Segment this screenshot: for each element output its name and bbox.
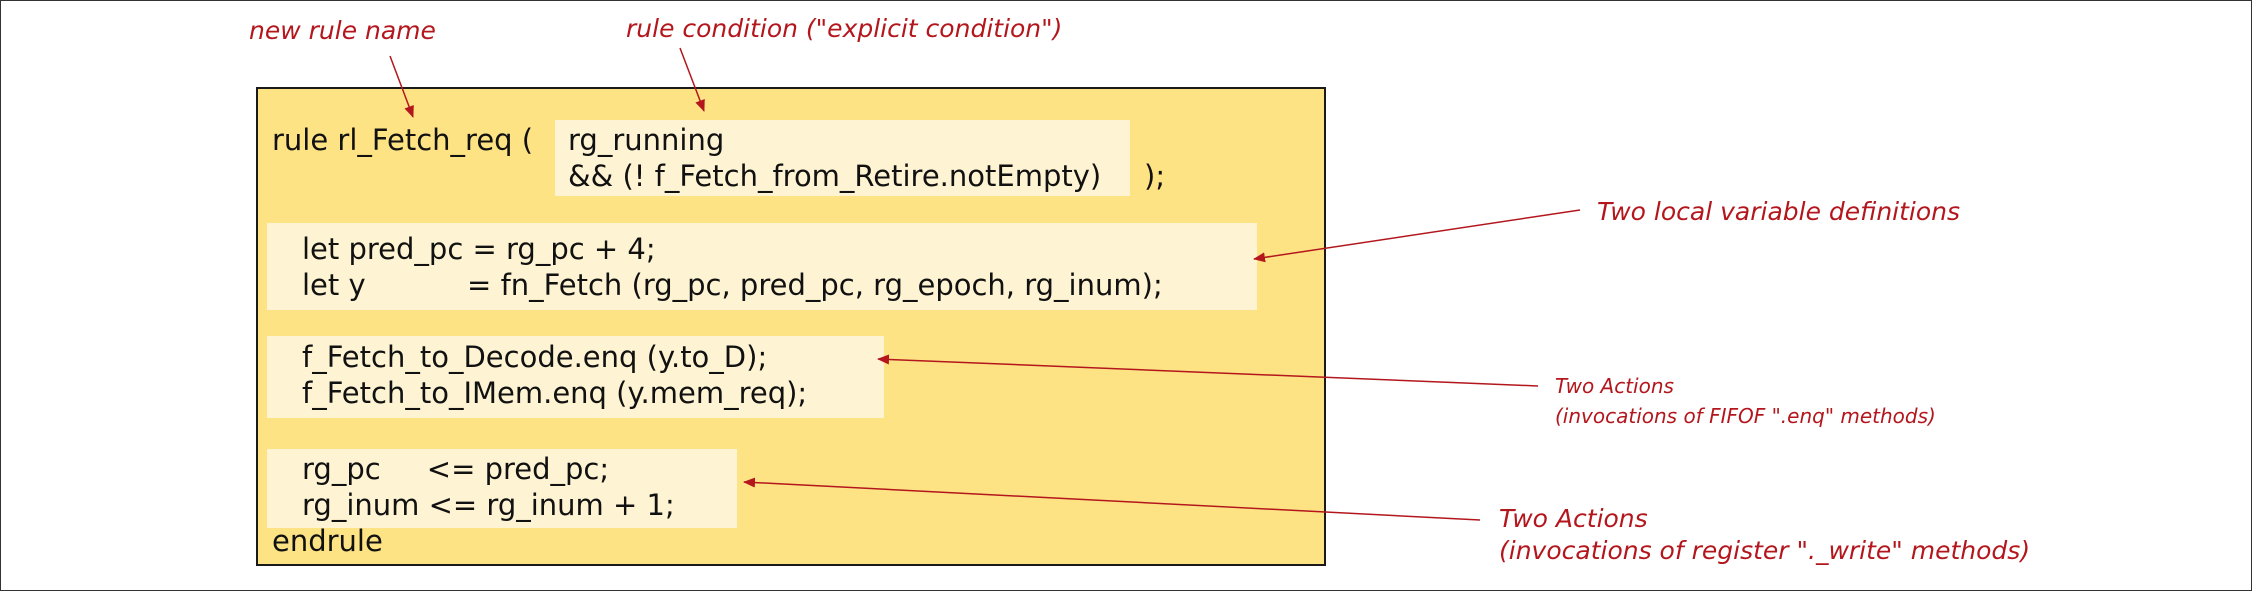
- arrow-rule-condition: [679, 47, 705, 112]
- let-highlight: [267, 223, 1257, 310]
- let-line-1: let pred_pc = rg_pc + 4;: [302, 232, 656, 266]
- register-line-1: rg_pc <= pred_pc;: [302, 452, 610, 486]
- condition-line-2: && (! f_Fetch_from_Retire.notEmpty): [568, 159, 1102, 193]
- annotation-register-actions-detail: (invocations of register "._write" metho…: [1499, 536, 2031, 565]
- enq-highlight: [267, 336, 884, 418]
- annotation-fifo-actions-detail: (invocations of FIFOF ".enq" methods): [1555, 404, 1936, 428]
- annotation-rule-condition: rule condition ("explicit condition"): [626, 14, 1063, 43]
- annotation-local-variables: Two local variable definitions: [1597, 197, 1961, 226]
- annotation-rule-name: new rule name: [249, 16, 436, 45]
- annotation-register-actions: Two Actions (invocations of register "._…: [1499, 503, 2030, 567]
- condition-line-1: rg_running: [568, 123, 725, 157]
- arrow-register-actions: [743, 477, 1481, 521]
- enq-line-1: f_Fetch_to_Decode.enq (y.to_D);: [302, 340, 768, 374]
- condition-close: );: [1144, 159, 1166, 193]
- annotation-fifo-actions-title: Two Actions: [1555, 374, 1674, 398]
- annotation-register-actions-title: Two Actions: [1499, 504, 1648, 533]
- endrule-keyword: endrule: [272, 524, 383, 558]
- rule-code-box: rule rl_Fetch_req ( rg_running && (! f_F…: [256, 87, 1326, 566]
- annotation-fifo-actions: Two Actions (invocations of FIFOF ".enq"…: [1555, 371, 1936, 431]
- register-highlight: [267, 449, 737, 528]
- rule-header: rule rl_Fetch_req (: [272, 123, 534, 157]
- enq-line-2: f_Fetch_to_IMem.enq (y.mem_req);: [302, 376, 808, 410]
- register-line-2: rg_inum <= rg_inum + 1;: [302, 488, 675, 522]
- arrow-fifo-actions: [877, 354, 1539, 387]
- condition-highlight: [555, 120, 1130, 196]
- let-line-2: let y = fn_Fetch (rg_pc, pred_pc, rg_epo…: [302, 268, 1163, 302]
- arrow-rule-name: [389, 55, 414, 118]
- arrow-local-variables: [1253, 209, 1581, 263]
